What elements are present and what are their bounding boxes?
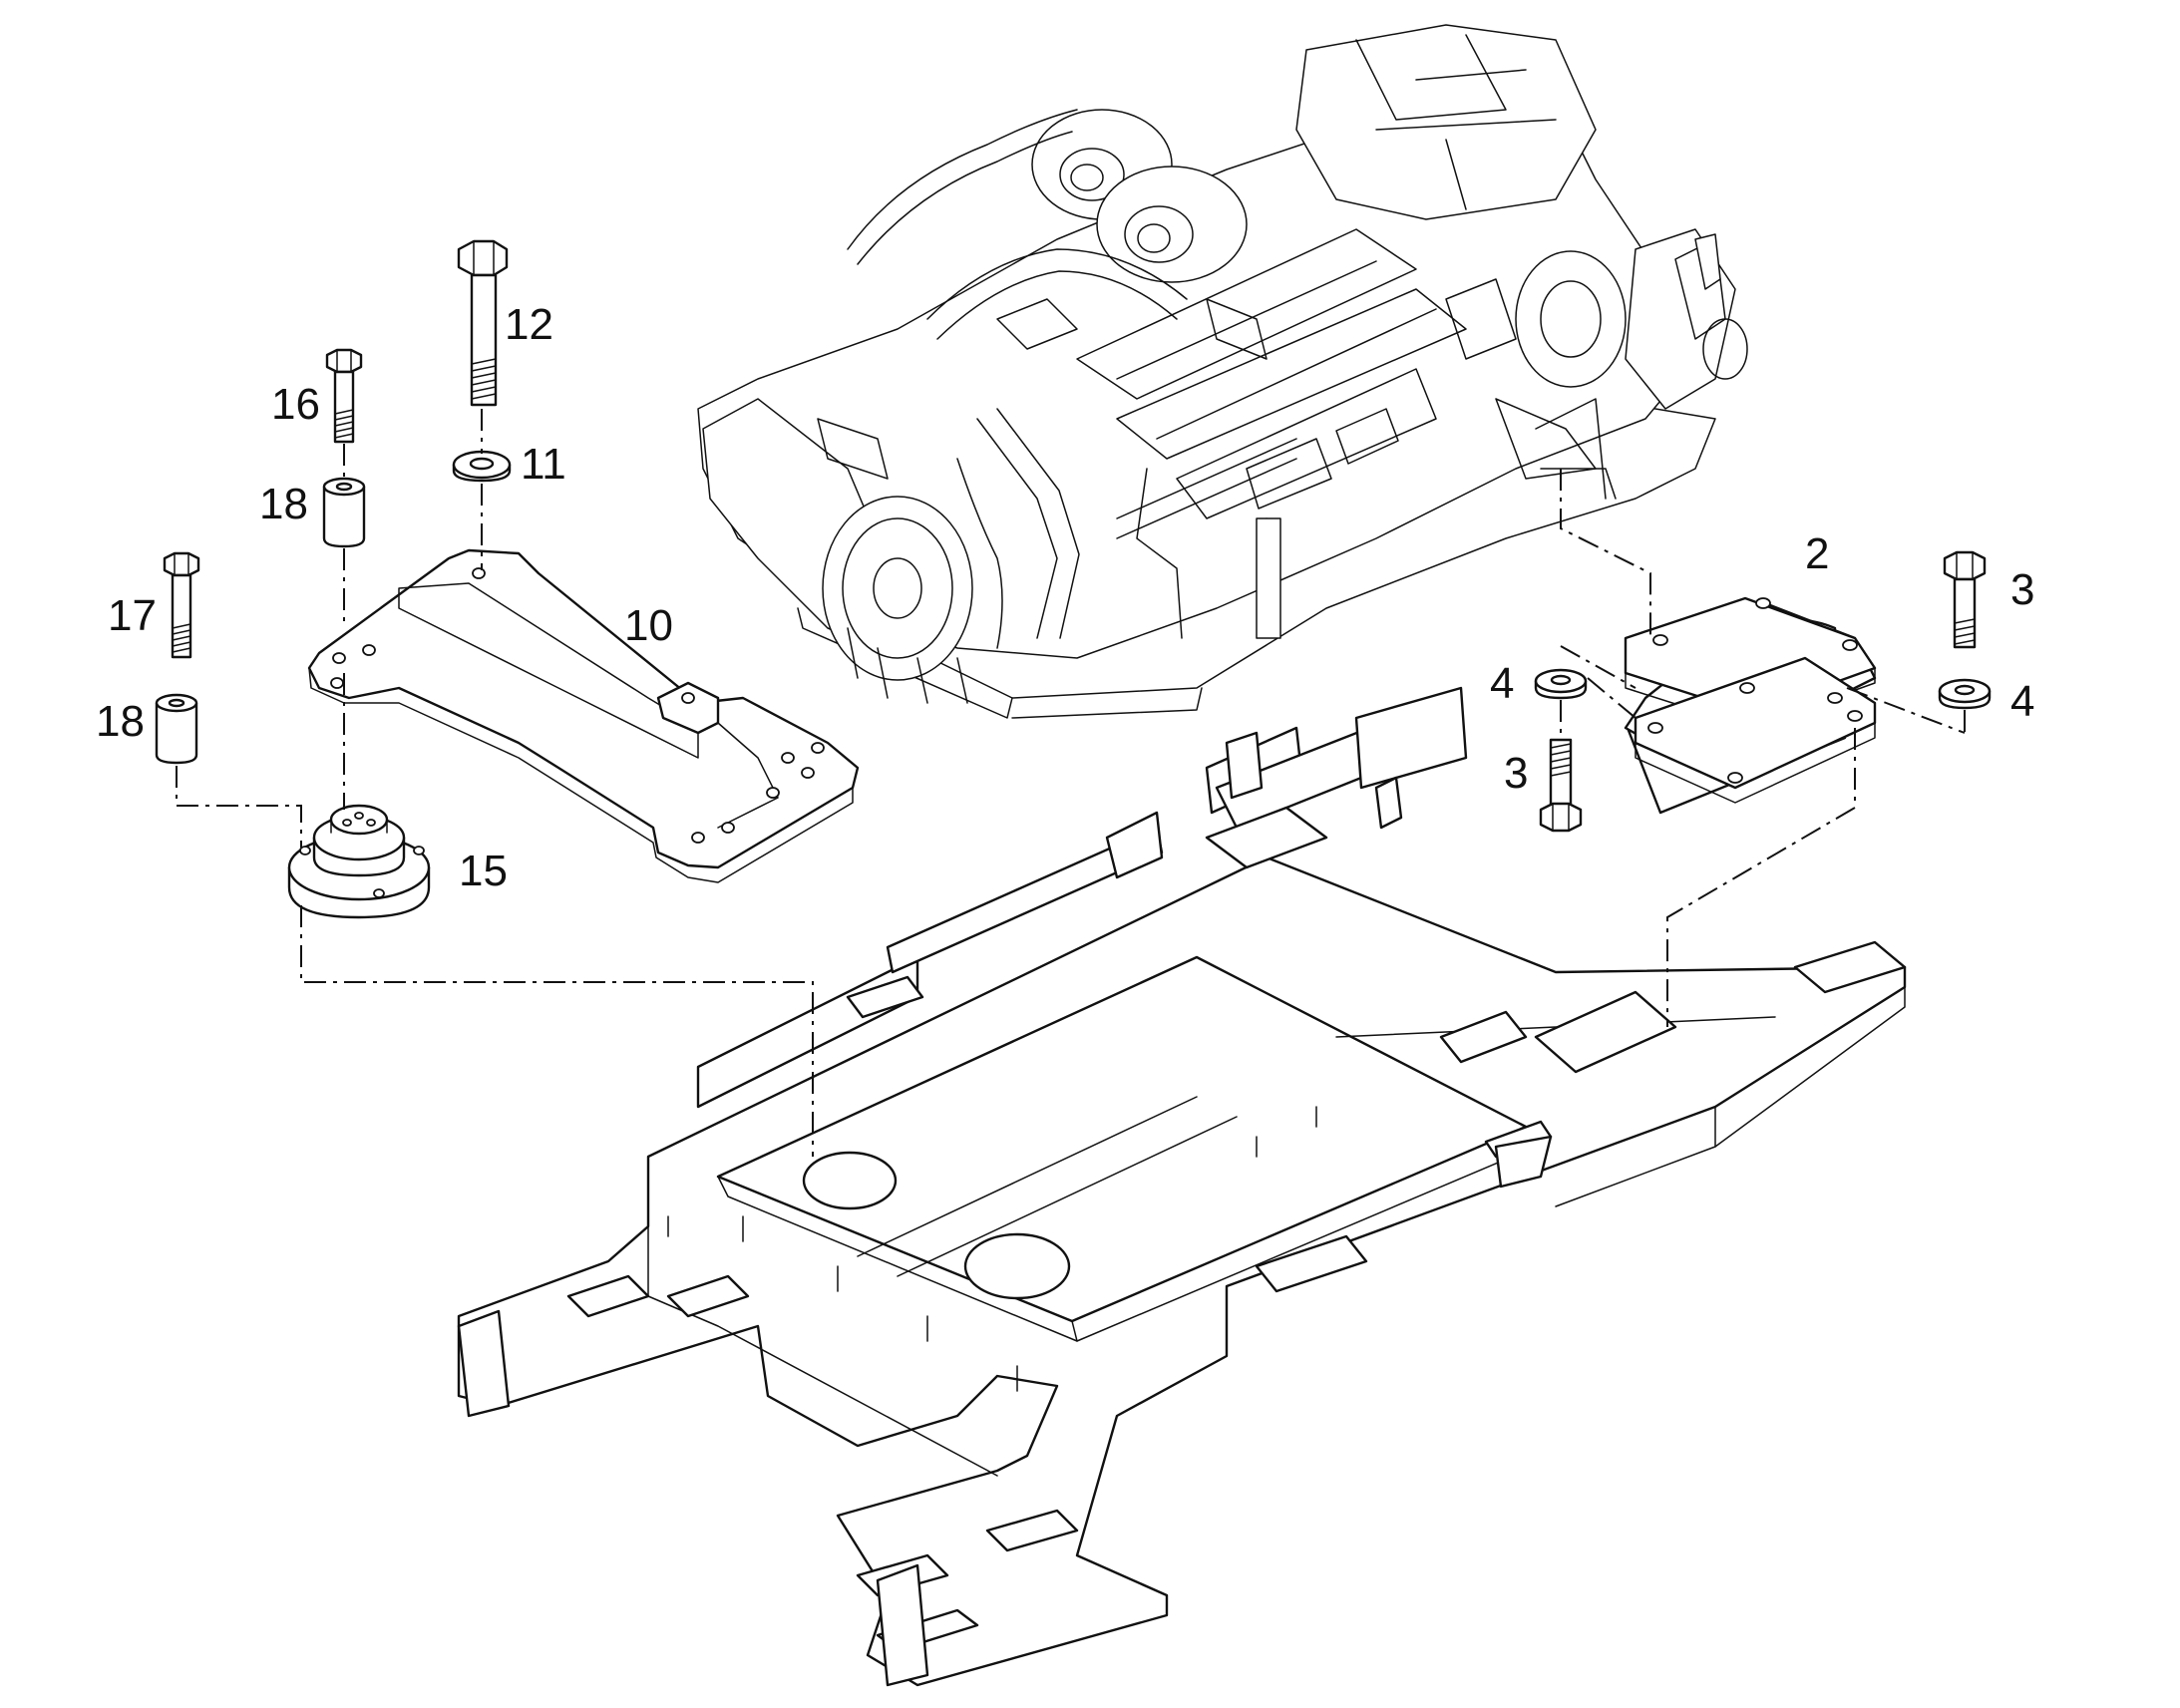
engine-assembly [697,24,1748,719]
callout-4-right: 4 [2010,677,2034,726]
part-3-bolt-lower [1539,738,1583,833]
part-12-bolt [457,239,509,407]
part-4-washer-right [1938,678,1992,710]
part-3-bolt-right [1943,550,1987,649]
part-11-washer [452,450,512,483]
callout-10: 10 [624,601,673,650]
part-10-cross-beam [307,548,860,883]
callout-16: 16 [271,380,320,429]
part-4-washer-left [1534,668,1588,700]
callout-15: 15 [459,847,508,895]
callout-4-left: 4 [1490,659,1514,708]
callout-3-lower: 3 [1504,749,1528,798]
callout-12: 12 [505,300,553,349]
callout-18-lower: 18 [96,697,145,746]
part-15-round-mount [287,804,431,919]
callout-18-upper: 18 [259,480,308,528]
callout-11: 11 [521,440,566,489]
part-18-lower-spacer [155,693,198,765]
callout-17: 17 [108,591,157,640]
callout-2: 2 [1805,529,1829,578]
callout-labels: 2 3 4 4 3 10 11 12 15 16 17 18 18 [96,300,2034,895]
part-16-bolt [325,348,363,444]
assembly-lines [176,409,1966,1157]
part-2-engine-mount [1624,596,1877,815]
part-17-bolt [163,551,200,659]
callout-3-right: 3 [2010,565,2034,614]
part-18-upper-spacer [322,477,366,548]
engine-frame [457,686,1907,1687]
